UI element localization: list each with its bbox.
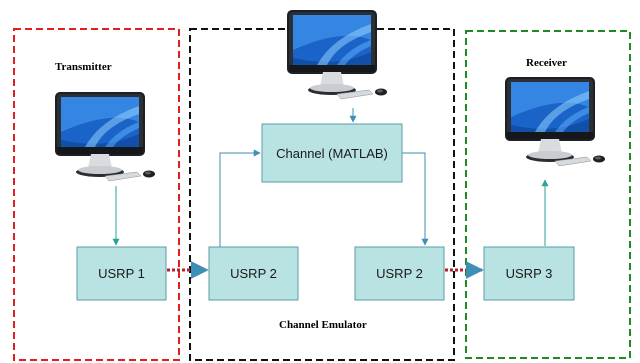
channel-matlab-label: Channel (MATLAB) [276, 146, 388, 161]
channel-to-usrp2-arrow [402, 152, 429, 246]
usrp2-to-channel-arrow [219, 149, 261, 247]
transmitter-computer-icon [54, 91, 156, 182]
transmitter-region [13, 28, 180, 361]
usrp2-in-node: USRP 2 [208, 246, 299, 301]
receiver-computer-icon [504, 76, 606, 167]
receiver-region [465, 30, 631, 359]
receiver-label: Receiver [526, 57, 567, 69]
channel-matlab-node: Channel (MATLAB) [261, 123, 403, 183]
usrp2-out-node: USRP 2 [354, 246, 445, 301]
transmitter-label: Transmitter [55, 61, 112, 73]
usrp3-node: USRP 3 [483, 246, 575, 301]
usrp3-label: USRP 3 [506, 266, 553, 281]
usrp1-node: USRP 1 [76, 246, 167, 301]
usrp2-out-label: USRP 2 [376, 266, 423, 281]
usrp2-in-label: USRP 2 [230, 266, 277, 281]
usrp1-label: USRP 1 [98, 266, 145, 281]
channel-emulator-label: Channel Emulator [279, 319, 367, 331]
emulator-computer-icon [286, 9, 388, 100]
